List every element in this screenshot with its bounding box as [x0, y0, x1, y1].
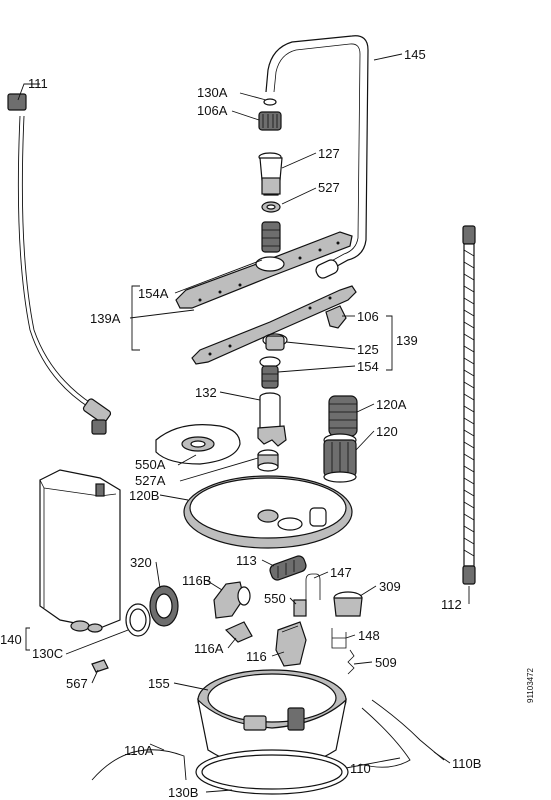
- label-309: 309: [379, 579, 401, 594]
- label-106a: 106A: [197, 103, 228, 118]
- part-lower-spray-arm-139: [191, 285, 357, 365]
- label-127: 127: [318, 146, 340, 161]
- label-120b: 120B: [129, 488, 159, 503]
- part-drain-hose-112: [462, 225, 476, 585]
- label-550a: 550A: [135, 457, 166, 472]
- part-hose-110a: [91, 749, 187, 781]
- label-130b: 130B: [168, 785, 198, 800]
- label-110a: 110A: [124, 743, 154, 758]
- label-106: 106: [357, 309, 379, 324]
- label-147: 147: [330, 565, 352, 580]
- label-132: 132: [195, 385, 217, 400]
- part-gasket-130c: [125, 603, 151, 637]
- part-cap-116a: [224, 621, 253, 643]
- part-micro-filter-120a: [328, 395, 358, 437]
- label-110: 110: [350, 761, 371, 776]
- part-bearing-154: [259, 356, 281, 389]
- diagram-code: 91103472: [526, 667, 535, 703]
- label-130c: 130C: [32, 646, 63, 661]
- label-111: 111: [28, 76, 48, 91]
- part-upper-spray-arm-154a: [175, 231, 353, 309]
- part-inlet-hose-111: [7, 93, 112, 435]
- label-139a: 139A: [90, 311, 121, 326]
- part-filter-plate-550a: [155, 424, 241, 465]
- label-154a: 154A: [138, 286, 169, 301]
- label-320: 320: [130, 555, 152, 570]
- part-coarse-filter-120: [323, 433, 357, 483]
- part-bracket-148: [331, 628, 347, 649]
- label-125: 125: [357, 342, 379, 357]
- label-110b: 110B: [452, 756, 481, 771]
- label-527: 527: [318, 180, 340, 195]
- label-140: 140: [0, 632, 22, 647]
- part-block-550: [293, 599, 307, 617]
- part-hose-110b: [371, 699, 445, 761]
- part-hose-110: [359, 707, 411, 768]
- part-hub-125: [262, 333, 288, 351]
- label-112: 112: [441, 597, 462, 612]
- label-120a: 120A: [376, 397, 407, 412]
- label-154: 154: [357, 359, 379, 374]
- part-sump-plate-120b: [183, 475, 353, 549]
- label-509: 509: [375, 655, 397, 670]
- part-o-ring-130a: [263, 98, 277, 106]
- label-113: 113: [236, 553, 257, 568]
- leader-lines: [17, 53, 470, 793]
- label-148: 148: [358, 628, 380, 643]
- label-116: 116: [246, 649, 267, 664]
- label-130a: 130A: [197, 85, 228, 100]
- part-nut-106a: [258, 111, 282, 131]
- part-tube-132: [257, 392, 287, 447]
- label-550: 550: [264, 591, 286, 606]
- part-clip-567: [91, 659, 109, 673]
- part-elbow-116b: [213, 581, 251, 619]
- label-567: 567: [66, 676, 88, 691]
- label-155: 155: [148, 676, 170, 691]
- label-145: 145: [404, 47, 426, 62]
- part-pump-housing-116: [275, 621, 307, 667]
- part-spring-clip-147: [305, 573, 321, 600]
- part-valve-113: [269, 555, 307, 581]
- part-upper-arm-hub: [261, 221, 281, 253]
- part-cup-309: [333, 591, 363, 617]
- label-527a: 527A: [135, 473, 166, 488]
- label-120: 120: [376, 424, 398, 439]
- part-upper-spray-pipe: [265, 35, 369, 279]
- part-salt-container-140: [39, 469, 121, 633]
- label-116a: 116A: [194, 641, 224, 656]
- part-ring-320: [149, 585, 179, 627]
- part-gasket-130b: [195, 749, 349, 795]
- part-spring-509: [347, 649, 355, 675]
- label-139: 139: [396, 333, 418, 348]
- part-ring-527a: [257, 449, 279, 472]
- part-clip-106: [325, 305, 347, 329]
- label-116b: 116B: [182, 573, 211, 588]
- part-tube-127: [258, 152, 283, 196]
